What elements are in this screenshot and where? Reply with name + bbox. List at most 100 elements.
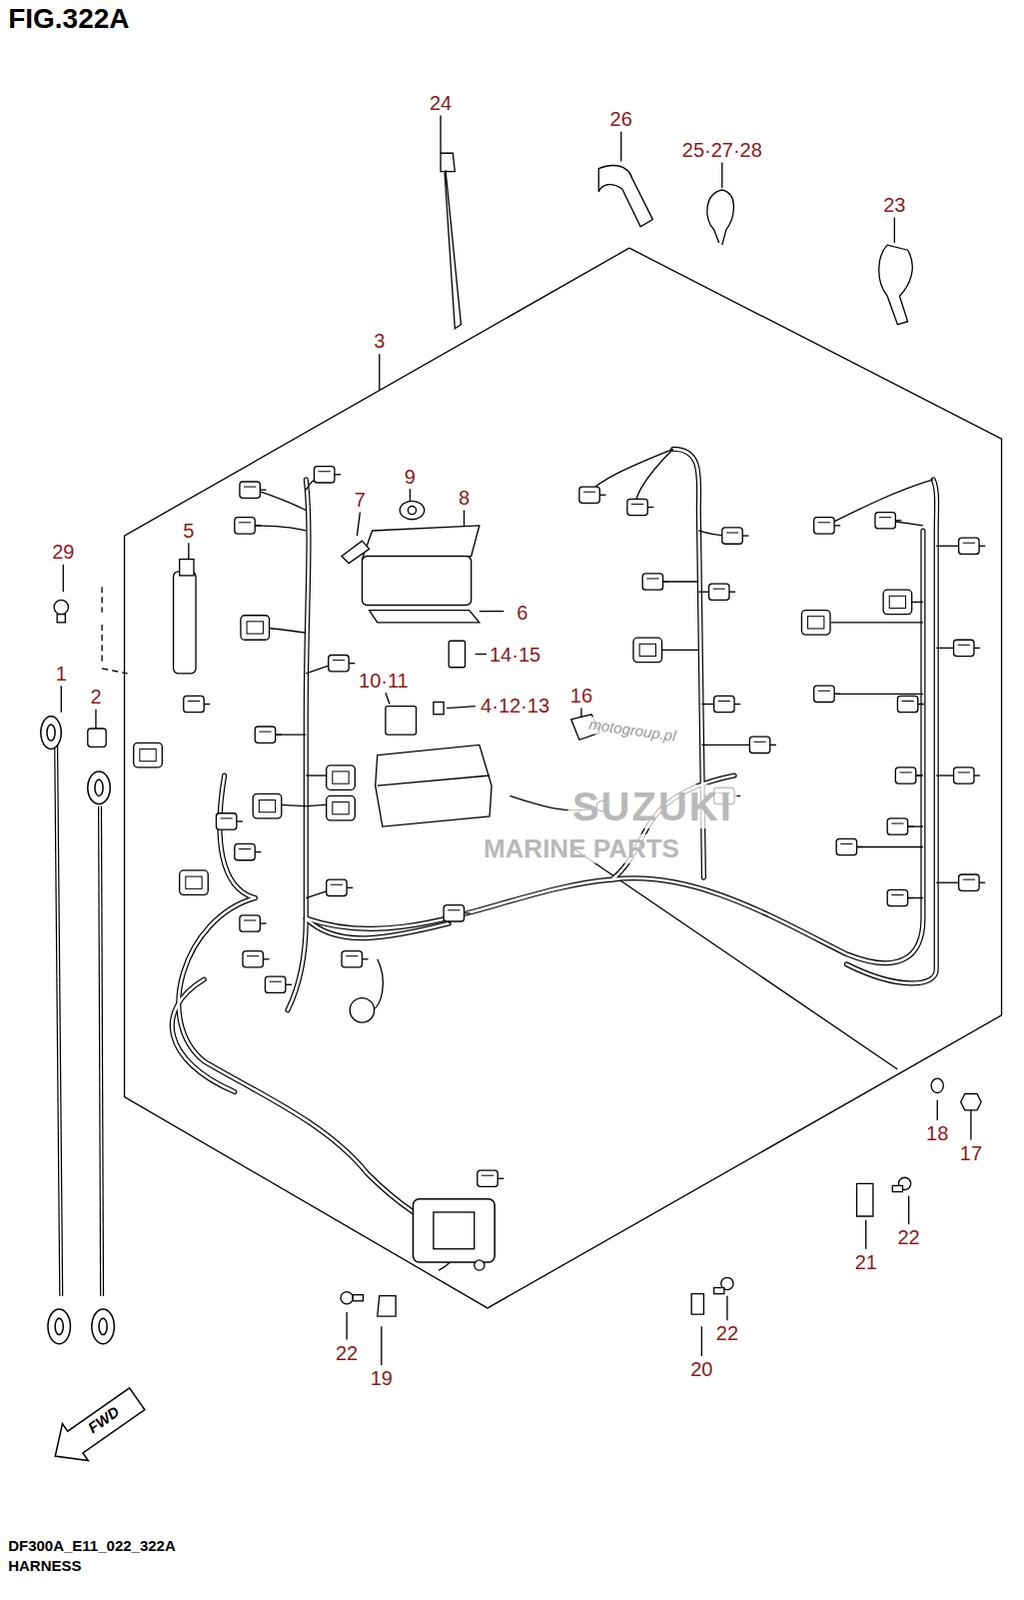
drawing-rect xyxy=(892,1184,903,1191)
drawing-path xyxy=(249,525,306,531)
callout-number: 7 xyxy=(352,488,368,511)
drawing-use xyxy=(240,615,270,641)
drawing-rect xyxy=(87,728,106,747)
drawing-ellipse xyxy=(47,1308,70,1344)
drawing-circle xyxy=(53,599,68,614)
drawing-rect xyxy=(361,556,471,606)
callout-number: 16 xyxy=(568,684,595,707)
parts xyxy=(53,152,982,1316)
drawing-path xyxy=(178,898,460,1237)
drawing-line xyxy=(100,586,102,613)
drawing-line xyxy=(475,653,487,655)
drawing-line xyxy=(62,564,64,593)
drawing-rect xyxy=(179,559,194,576)
battery-cables xyxy=(55,744,102,1295)
callout-number: 25·27·28 xyxy=(680,138,765,161)
drawing-path xyxy=(879,244,914,325)
callout-number: 3 xyxy=(371,329,387,352)
drawing-use xyxy=(959,874,987,891)
callout-number: 22 xyxy=(714,1321,741,1344)
drawing-path xyxy=(287,479,309,1011)
drawing-line xyxy=(380,1325,382,1365)
drawing-line xyxy=(100,624,102,664)
drawing-line xyxy=(446,706,476,709)
drawing-path xyxy=(55,744,61,1295)
outline xyxy=(124,247,1003,1308)
drawing-path xyxy=(857,1182,874,1216)
drawing-use xyxy=(887,889,915,906)
callout-number: 2 xyxy=(87,685,103,708)
drawing-rect xyxy=(385,706,417,736)
watermark: SUZUKI xyxy=(568,784,738,829)
drawing-rect xyxy=(173,571,196,674)
drawing-path xyxy=(691,1293,704,1314)
drawing-line xyxy=(463,510,465,526)
drawing-rect xyxy=(433,701,444,714)
drawing-ellipse xyxy=(931,1077,944,1092)
callout-number: 5 xyxy=(180,519,196,542)
drawing-line xyxy=(356,512,360,536)
branch-wires xyxy=(249,448,965,1270)
drawing-ellipse xyxy=(98,1317,107,1334)
drawing-line xyxy=(620,131,622,162)
drawing-path xyxy=(171,979,235,1091)
drawing-line xyxy=(937,1099,939,1120)
drawing-use xyxy=(895,767,923,784)
drawing-line xyxy=(60,685,62,713)
drawing-line xyxy=(701,1325,703,1356)
drawing-use xyxy=(326,765,356,791)
drawing-use xyxy=(954,767,982,784)
drawing-rect xyxy=(56,614,65,623)
callout-number: 10·11 xyxy=(356,669,411,692)
drawing-use xyxy=(239,915,267,932)
drawing-g xyxy=(55,744,102,1295)
figure-caption: HARNESS xyxy=(7,1557,81,1575)
drawing-use xyxy=(633,637,663,663)
drawing-use xyxy=(183,695,211,712)
callout-number: 6 xyxy=(514,601,530,624)
drawing-line xyxy=(721,161,723,188)
drawing-use xyxy=(242,951,270,968)
drawing-path xyxy=(361,525,479,560)
drawing-path xyxy=(831,621,924,623)
drawing-rect xyxy=(412,1198,495,1262)
drawing-use xyxy=(714,695,742,712)
callout-number: 14·15 xyxy=(487,643,543,666)
connectors xyxy=(133,466,986,1270)
drawing-path xyxy=(178,898,460,1237)
drawing-ellipse xyxy=(40,716,61,750)
drawing-path xyxy=(219,775,255,899)
drawing-g xyxy=(171,448,937,1236)
drawing-polygon xyxy=(41,1379,150,1474)
drawing-use xyxy=(326,795,356,821)
drawing-line xyxy=(94,709,96,729)
drawing-use xyxy=(133,742,163,768)
callout-number: 24 xyxy=(427,91,454,114)
drawing-path xyxy=(831,693,924,695)
fwd-arrow xyxy=(41,1379,150,1474)
callout-number: 1 xyxy=(53,662,69,685)
drawing-path xyxy=(589,448,674,492)
drawing-path xyxy=(99,806,102,1296)
drawing-use xyxy=(749,736,777,753)
drawing-line xyxy=(865,1219,867,1249)
drawing-use xyxy=(722,527,750,544)
drawing-code: DF300A_E11_022_322A xyxy=(7,1537,176,1555)
figure-title: FIG.322A xyxy=(7,3,129,35)
drawing-use xyxy=(883,589,913,615)
drawing-polyline xyxy=(124,247,1003,1308)
drawing-path xyxy=(254,489,306,510)
callout-number: 8 xyxy=(456,486,472,509)
drawing-use xyxy=(642,573,670,590)
drawing-path xyxy=(305,530,924,964)
drawing-path xyxy=(369,610,480,623)
drawing-path xyxy=(99,806,102,1296)
drawing-path xyxy=(440,152,455,171)
callout-number: 23 xyxy=(881,193,908,216)
drawing-line xyxy=(479,610,505,612)
drawing-line xyxy=(894,217,896,244)
drawing-ellipse xyxy=(91,1308,114,1344)
watermark: motogroup.pl xyxy=(585,715,679,745)
